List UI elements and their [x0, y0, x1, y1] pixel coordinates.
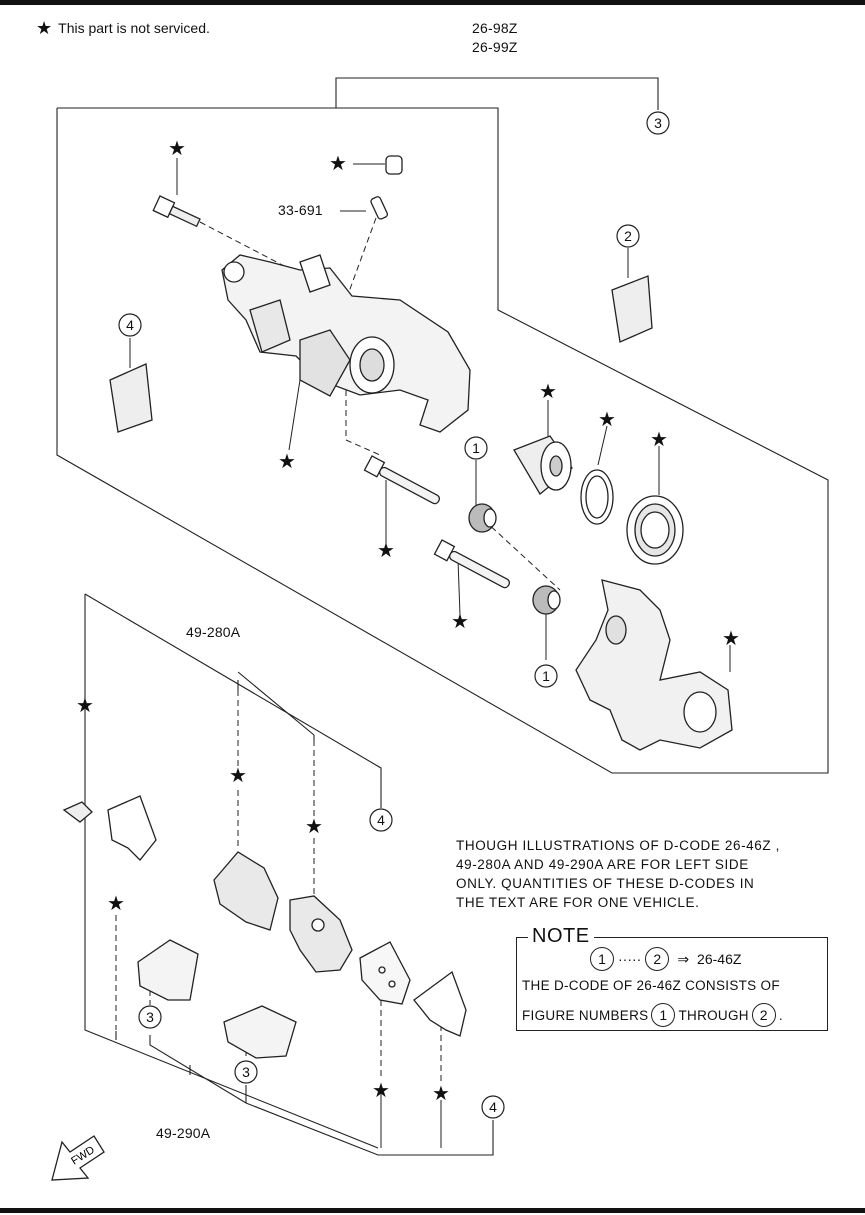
note-line: 49-280A AND 49-290A ARE FOR LEFT SIDE — [456, 857, 749, 872]
caliper-bracket-icon — [575, 579, 733, 751]
star-icon: ★ — [432, 1083, 450, 1105]
callout-49-290a: 49-290A — [156, 1125, 211, 1141]
figure-4-left: 4 — [126, 317, 134, 333]
region-caliper-assy — [56, 107, 829, 774]
note-figures: FIGURE NUMBERS 1 THROUGH 2 . — [522, 1003, 783, 1027]
part-shapes — [51, 155, 733, 1181]
note-range: 1 ····· 2 ⇒ 26-46Z — [590, 947, 741, 971]
region-pads — [84, 593, 382, 808]
pad-left-box-icon — [109, 363, 153, 433]
star-icon: ★ — [107, 893, 125, 915]
pad-clip-upper-icon — [137, 939, 199, 1001]
pad-clip-lower-icon — [223, 1005, 297, 1059]
figure-4-shims: 4 — [489, 1099, 497, 1115]
note-range-code: 26-46Z — [697, 951, 742, 967]
note-through: THROUGH — [678, 1007, 749, 1023]
pin-boot-upper-icon — [468, 503, 497, 533]
quantity-note: THOUGH ILLUSTRATIONS OF D-CODE 26-46Z , … — [456, 836, 780, 912]
arrow-icon: ⇒ — [677, 950, 690, 967]
shim-outer-icon — [107, 795, 157, 861]
cap-nut-icon — [385, 155, 403, 175]
dust-boot-icon — [626, 495, 684, 565]
note-title: NOTE — [528, 925, 594, 948]
pad-right-box-icon — [611, 275, 653, 343]
callout-26-98z: 26-98Z — [472, 20, 518, 36]
figure-1-lower: 1 — [542, 668, 550, 684]
note-line: THE TEXT ARE FOR ONE VEHICLE. — [456, 895, 700, 910]
caliper-body-icon — [221, 254, 471, 433]
star-icon: ★ — [305, 816, 323, 838]
top-border — [0, 0, 865, 5]
bracket-caliper — [335, 77, 659, 110]
note-box — [516, 937, 828, 1031]
star-icon: ★ — [372, 1080, 390, 1102]
star-icon: ★ — [278, 451, 296, 473]
star-icon: ★ — [229, 765, 247, 787]
guide-pin-lower-icon — [433, 539, 510, 589]
piston-icon — [513, 435, 573, 495]
star-icon: ★ — [451, 611, 469, 633]
legend-text: This part is not serviced. — [58, 20, 210, 36]
note-consists: THE D-CODE OF 26-46Z CONSISTS OF — [522, 978, 780, 993]
figure-3-clip-upper: 3 — [146, 1009, 154, 1025]
callout-26-99z: 26-99Z — [472, 39, 518, 55]
callout-33-691: 33-691 — [278, 202, 323, 218]
figure-number-circle: 1 — [651, 1003, 676, 1027]
star-icon: ★ — [650, 429, 668, 451]
figure-3-top: 3 — [654, 115, 662, 131]
figure-number-circle: 2 — [751, 1003, 776, 1027]
figure-1-upper: 1 — [472, 440, 480, 456]
legend: ★ This part is not serviced. — [36, 18, 210, 38]
figure-4-pads: 4 — [377, 812, 385, 828]
star-icon: ★ — [168, 138, 186, 160]
guide-bolt-icon — [152, 195, 201, 228]
note-line: ONLY. QUANTITIES OF THESE D-CODES IN — [456, 876, 755, 891]
figure-number-circle: 1 — [590, 947, 614, 971]
brake-pad-inner-icon — [289, 895, 353, 973]
callout-49-280a: 49-280A — [186, 624, 241, 640]
star-icon: ★ — [36, 18, 53, 38]
bottom-border — [0, 1208, 865, 1213]
wear-sensor-icon — [62, 801, 93, 823]
anti-rattle-plate-icon — [359, 941, 411, 1005]
piston-seal-icon — [580, 469, 614, 525]
pin-boot-lower-icon — [532, 585, 561, 615]
dotted-connector: ····· — [618, 951, 642, 967]
star-icon: ★ — [377, 540, 395, 562]
star-icon: ★ — [329, 153, 347, 175]
note-line: THOUGH ILLUSTRATIONS OF D-CODE 26-46Z , — [456, 838, 780, 853]
shim-inner-icon — [413, 970, 467, 1037]
note-figure-prefix: FIGURE NUMBERS — [522, 1007, 649, 1023]
brake-pad-outer-icon — [213, 851, 279, 931]
figure-2: 2 — [624, 228, 632, 244]
bleeder-screw-icon — [370, 196, 389, 220]
star-icon: ★ — [598, 409, 616, 431]
note-period: . — [778, 1007, 783, 1023]
star-icon: ★ — [722, 628, 740, 650]
figure-number-circle: 2 — [645, 947, 670, 971]
star-icon: ★ — [76, 695, 94, 717]
star-icon: ★ — [539, 381, 557, 403]
figure-3-clip-lower: 3 — [242, 1064, 250, 1080]
fwd-arrow-icon — [51, 1135, 105, 1181]
guide-pin-upper-icon — [363, 455, 440, 505]
